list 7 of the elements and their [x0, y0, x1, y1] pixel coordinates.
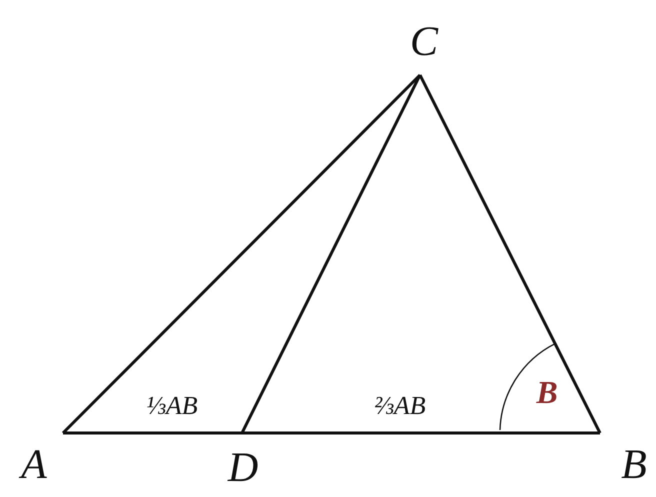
vertex-label: A — [21, 444, 47, 486]
vertex-label: D — [228, 447, 258, 489]
angle-label: B — [536, 376, 558, 408]
vertex-label: B — [621, 444, 647, 486]
vertex-label: C — [410, 21, 438, 63]
length-label: ⅔AB — [374, 393, 426, 419]
length-label: ⅓AB — [146, 393, 198, 419]
